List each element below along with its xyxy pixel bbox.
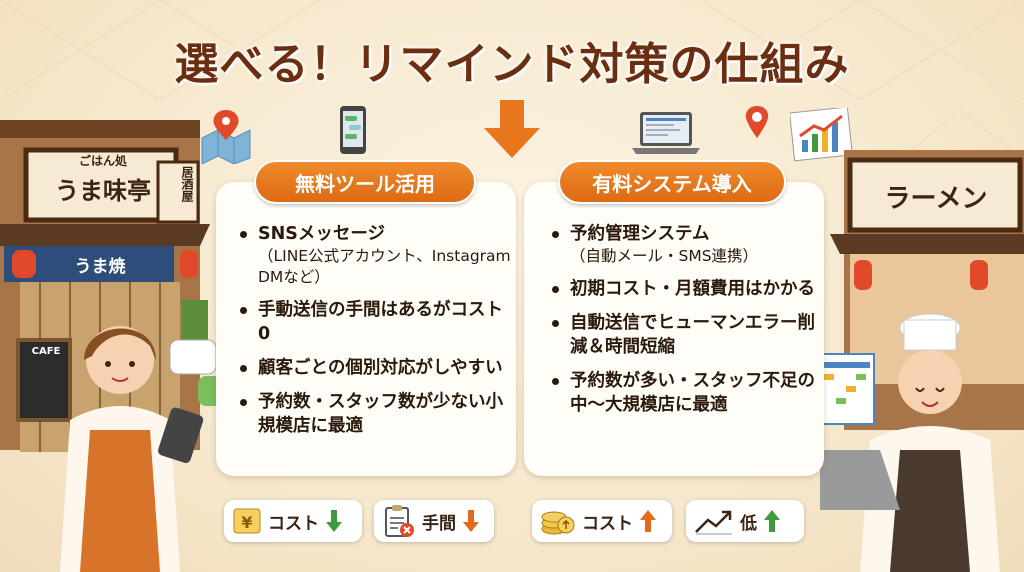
cafe-board-text: CAFE: [31, 346, 61, 357]
trend-chart-icon: [695, 510, 732, 535]
arrow-down-icon: [326, 510, 342, 532]
list-item: 予約数・スタッフ数が少ない小規模店に最適: [234, 390, 514, 438]
list-item: 手動送信の手間はあるがコスト0: [234, 298, 514, 346]
badge-label: 低: [740, 513, 757, 534]
sign-small-text: ごはん処: [78, 154, 127, 168]
coin-stack-icon: [541, 511, 575, 535]
badge-label: コスト: [582, 513, 633, 534]
clipboard-icon: [385, 505, 414, 537]
side-sign-text: 居酒屋: [180, 166, 194, 202]
arrow-up-icon: [640, 510, 656, 532]
page-title: 選べる！リマインド対策の仕組み: [174, 39, 850, 90]
paid-effort-badge: 低: [686, 500, 804, 542]
free-tools-heading: 無料ツール活用: [254, 160, 476, 204]
paid-cost-badge: コスト: [532, 500, 672, 542]
svg-text:¥: ¥: [241, 513, 252, 532]
list-item-sub: （自動メール・SMS連携）: [570, 247, 759, 265]
list-item: SNSメッセージ （LINE公式アカウント、Instagram DMなど）: [234, 222, 514, 288]
badge-label: 手間: [422, 513, 456, 534]
arrow-down-icon: [463, 510, 479, 532]
list-item: 顧客ごとの個別対応がしやすい: [234, 356, 514, 380]
free-tools-card: [216, 182, 516, 476]
list-item: 予約管理システム （自動メール・SMS連携）: [546, 222, 816, 267]
sign-main-text: うま味亭: [55, 177, 151, 205]
yen-coin-icon: ¥: [233, 508, 261, 534]
free-tools-list: SNSメッセージ （LINE公式アカウント、Instagram DMなど） 手動…: [234, 222, 514, 448]
list-item: 自動送信でヒューマンエラー削減＆時間短縮: [546, 311, 816, 359]
map-pin-icon: [201, 110, 251, 164]
growth-chart-icon: [790, 108, 853, 162]
list-item-main: 予約管理システム: [570, 224, 710, 244]
location-pin-icon: [745, 106, 769, 138]
paid-system-list: 予約管理システム （自動メール・SMS連携） 初期コスト・月額費用はかかる 自動…: [546, 222, 816, 427]
ramen-sign-text: ラーメン: [884, 184, 988, 214]
noren-text: うま焼: [74, 257, 126, 277]
smartphone-icon: [340, 106, 366, 154]
left-restaurant-illustration: [0, 120, 220, 572]
list-item-main: SNSメッセージ: [258, 224, 386, 244]
list-item: 予約数が多い・スタッフ不足の中〜大規模店に最適: [546, 369, 816, 417]
list-item: 初期コスト・月額費用はかかる: [546, 277, 816, 301]
free-effort-badge: 手間: [374, 500, 494, 542]
list-item-sub: （LINE公式アカウント、Instagram DMなど）: [258, 247, 511, 286]
left-shop-sign: ごはん処 うま味亭: [28, 152, 178, 206]
arrow-up-icon: [764, 510, 780, 532]
paid-system-heading: 有料システム導入: [558, 160, 786, 204]
arrow-down-icon: [484, 100, 540, 158]
paid-system-card: [524, 182, 824, 476]
laptop-icon: [632, 112, 700, 154]
badge-label: コスト: [268, 513, 319, 534]
free-cost-badge: ¥ コスト: [224, 500, 362, 542]
right-restaurant-illustration: [820, 150, 1024, 572]
